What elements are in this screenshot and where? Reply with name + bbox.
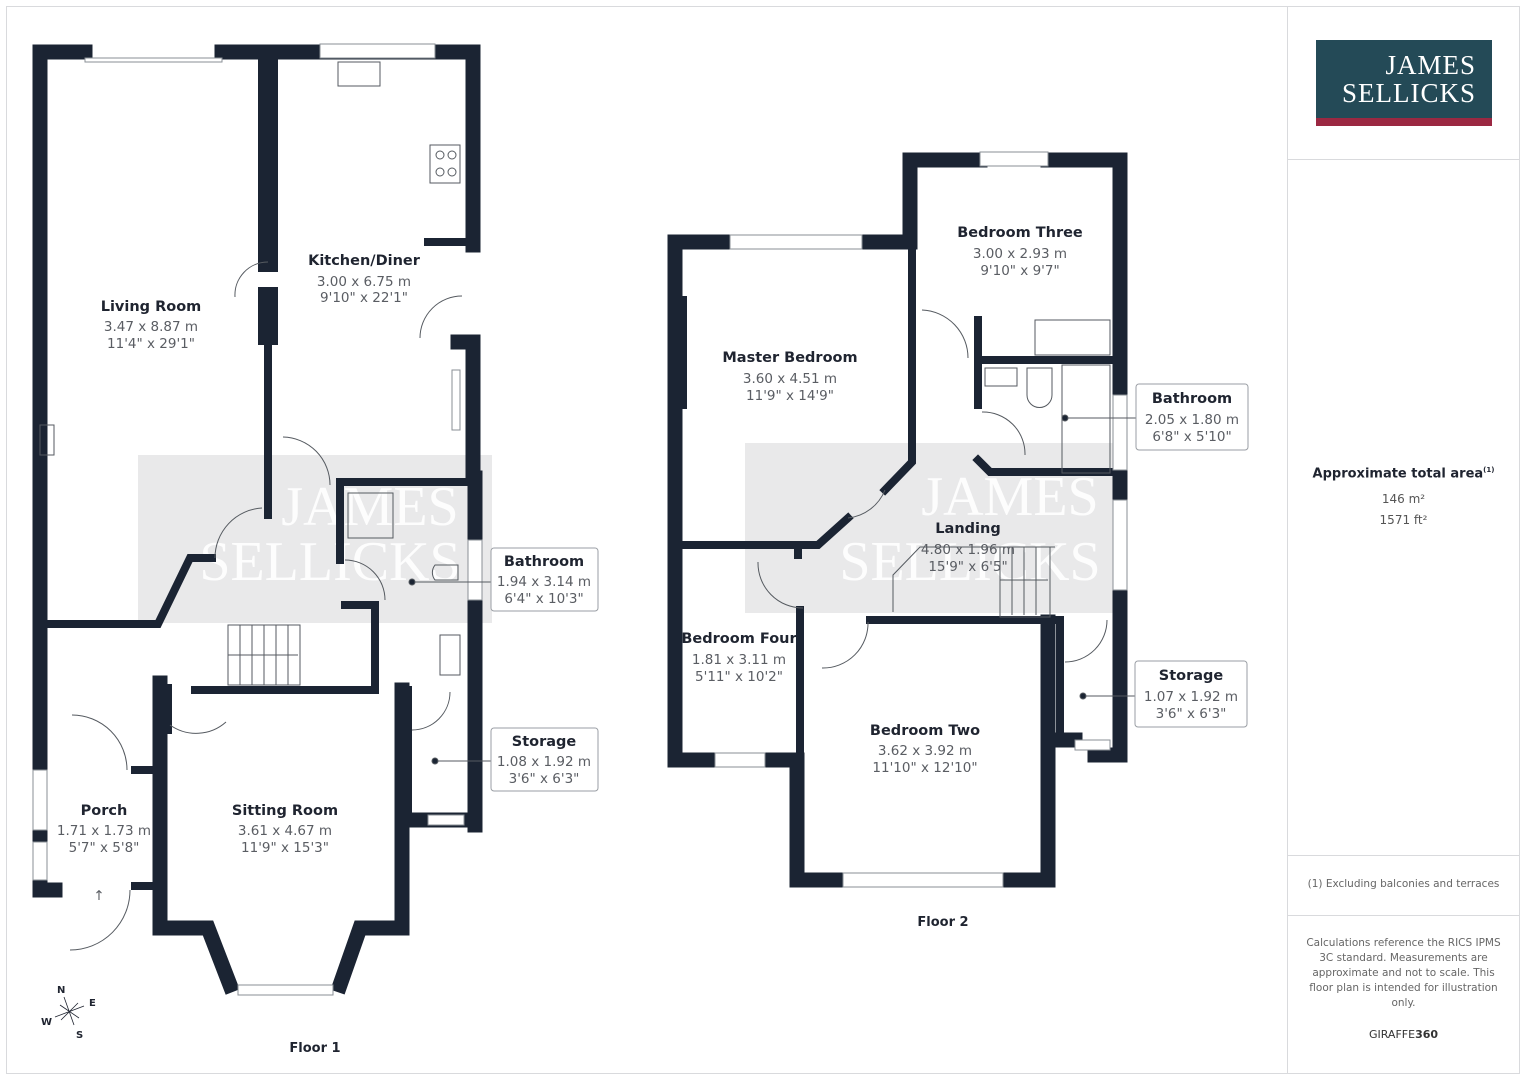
room-kitchen-diner: Kitchen/Diner 3.00 x 6.75 m 9'10" x 22'1… — [308, 253, 421, 306]
watermark-text: JAMES — [281, 476, 458, 538]
room-bathroom-floor2: Bathroom 2.05 x 1.80 m 6'8" x 5'10" — [1145, 391, 1239, 445]
svg-text:N: N — [57, 985, 65, 996]
callout-storage-floor2 — [1134, 660, 1248, 728]
room-sitting-room: Sitting Room 3.61 x 4.67 m 11'9" x 15'3" — [232, 803, 338, 856]
room-landing: Landing 4.80 x 1.96 m 15'9" x 6'5" — [921, 521, 1015, 575]
divider — [1287, 159, 1520, 160]
room-dimensions-imperial: 6'8" x 5'10" — [1152, 429, 1231, 445]
room-name: Bedroom Four — [681, 631, 797, 647]
room-storage-floor1: Storage 1.08 x 1.92 m 3'6" x 6'3" — [497, 734, 591, 787]
provider-brand: GIRAFFE360 — [1368, 1028, 1439, 1041]
floor2-walls — [667, 151, 1128, 888]
room-storage-floor2: Storage 1.07 x 1.92 m 3'6" x 6'3" — [1144, 668, 1238, 722]
room-dimensions-imperial: 9'10" x 9'7" — [980, 263, 1059, 279]
room-name: Storage — [1159, 668, 1224, 684]
room-name: Bathroom — [1152, 391, 1232, 407]
room-dimensions-metric: 3.61 x 4.67 m — [238, 823, 332, 839]
room-dimensions-metric: 4.80 x 1.96 m — [921, 542, 1015, 558]
disclaimer: Calculations reference the RICS IPMS 3C … — [1306, 937, 1501, 1009]
divider — [1287, 915, 1520, 916]
room-dimensions-metric: 1.71 x 1.73 m — [57, 823, 151, 839]
room-dimensions-imperial: 15'9" x 6'5" — [928, 559, 1007, 575]
room-dimensions-imperial: 9'10" x 22'1" — [320, 290, 408, 306]
total-area-m2: 146 m² — [1381, 492, 1426, 506]
room-bedroom-four: Bedroom Four 1.81 x 3.11 m 5'11" x 10'2" — [681, 631, 797, 685]
room-dimensions-metric: 3.00 x 6.75 m — [317, 274, 411, 290]
room-dimensions-metric: 1.07 x 1.92 m — [1144, 689, 1238, 705]
svg-text:S: S — [76, 1030, 83, 1041]
room-living-room: Living Room 3.47 x 8.87 m 11'4" x 29'1" — [101, 299, 202, 352]
entrance-arrow-icon: ↑ — [93, 888, 104, 904]
watermark-text: SELLICKS — [839, 531, 1100, 593]
room-name: Bedroom Two — [870, 723, 980, 739]
room-name: Sitting Room — [232, 803, 338, 819]
room-bathroom-floor1: Bathroom 1.94 x 3.14 m 6'4" x 10'3" — [497, 554, 591, 607]
room-dimensions-imperial: 11'10" x 12'10" — [872, 760, 977, 776]
room-dimensions-metric: 2.05 x 1.80 m — [1145, 412, 1239, 428]
floor1-walls — [32, 43, 483, 996]
room-dimensions-imperial: 3'6" x 6'3" — [1156, 706, 1227, 722]
svg-text:W: W — [41, 1017, 52, 1028]
james-sellicks-logo: JAMES SELLICKS — [1316, 40, 1492, 126]
watermark-text: SELLICKS — [199, 531, 460, 593]
floor-1-label: Floor 1 — [289, 1041, 340, 1056]
room-bedroom-three: Bedroom Three 3.00 x 2.93 m 9'10" x 9'7" — [957, 225, 1083, 279]
svg-text:E: E — [89, 998, 96, 1009]
room-dimensions-metric: 1.08 x 1.92 m — [497, 754, 591, 770]
room-dimensions-imperial: 3'6" x 6'3" — [509, 771, 580, 787]
room-name: Storage — [512, 734, 577, 750]
room-name: Master Bedroom — [722, 350, 857, 366]
compass-icon: N E W S — [41, 985, 96, 1041]
divider — [1287, 855, 1520, 856]
floor-2-label: Floor 2 — [917, 915, 968, 930]
info-sidebar — [1287, 6, 1521, 1074]
room-dimensions-imperial: 5'11" x 10'2" — [695, 669, 783, 685]
room-dimensions-imperial: 11'4" x 29'1" — [107, 336, 195, 352]
watermark-text: JAMES — [921, 466, 1098, 528]
room-name: Kitchen/Diner — [308, 253, 421, 269]
room-dimensions-metric: 3.00 x 2.93 m — [973, 246, 1067, 262]
total-area-title: Approximate total area(1) — [1312, 466, 1495, 482]
room-name: Porch — [81, 803, 128, 819]
callout-storage-floor1 — [490, 727, 599, 792]
area-footnote: (1) Excluding balconies and terraces — [1307, 878, 1500, 890]
room-name: Bathroom — [504, 554, 584, 570]
room-master-bedroom: Master Bedroom 3.60 x 4.51 m 11'9" x 14'… — [722, 350, 857, 404]
room-dimensions-imperial: 6'4" x 10'3" — [504, 591, 583, 607]
room-name: Bedroom Three — [957, 225, 1083, 241]
total-area-ft2: 1571 ft² — [1379, 513, 1428, 527]
callout-bathroom-floor2 — [1135, 383, 1249, 451]
callout-bathroom-floor1 — [490, 547, 599, 612]
room-name: Landing — [935, 521, 1000, 537]
room-dimensions-metric: 3.60 x 4.51 m — [743, 371, 837, 387]
room-bedroom-two: Bedroom Two 3.62 x 3.92 m 11'10" x 12'10… — [870, 723, 980, 776]
room-dimensions-metric: 1.94 x 3.14 m — [497, 574, 591, 590]
room-dimensions-metric: 3.47 x 8.87 m — [104, 319, 198, 335]
room-dimensions-metric: 3.62 x 3.92 m — [878, 743, 972, 759]
room-dimensions-imperial: 11'9" x 14'9" — [746, 388, 834, 404]
room-name: Living Room — [101, 299, 202, 315]
room-porch: Porch 1.71 x 1.73 m 5'7" x 5'8" — [57, 803, 151, 856]
room-dimensions-imperial: 5'7" x 5'8" — [69, 840, 140, 856]
page-frame — [6, 6, 1520, 1074]
room-dimensions-metric: 1.81 x 3.11 m — [692, 652, 786, 668]
room-dimensions-imperial: 11'9" x 15'3" — [241, 840, 329, 856]
